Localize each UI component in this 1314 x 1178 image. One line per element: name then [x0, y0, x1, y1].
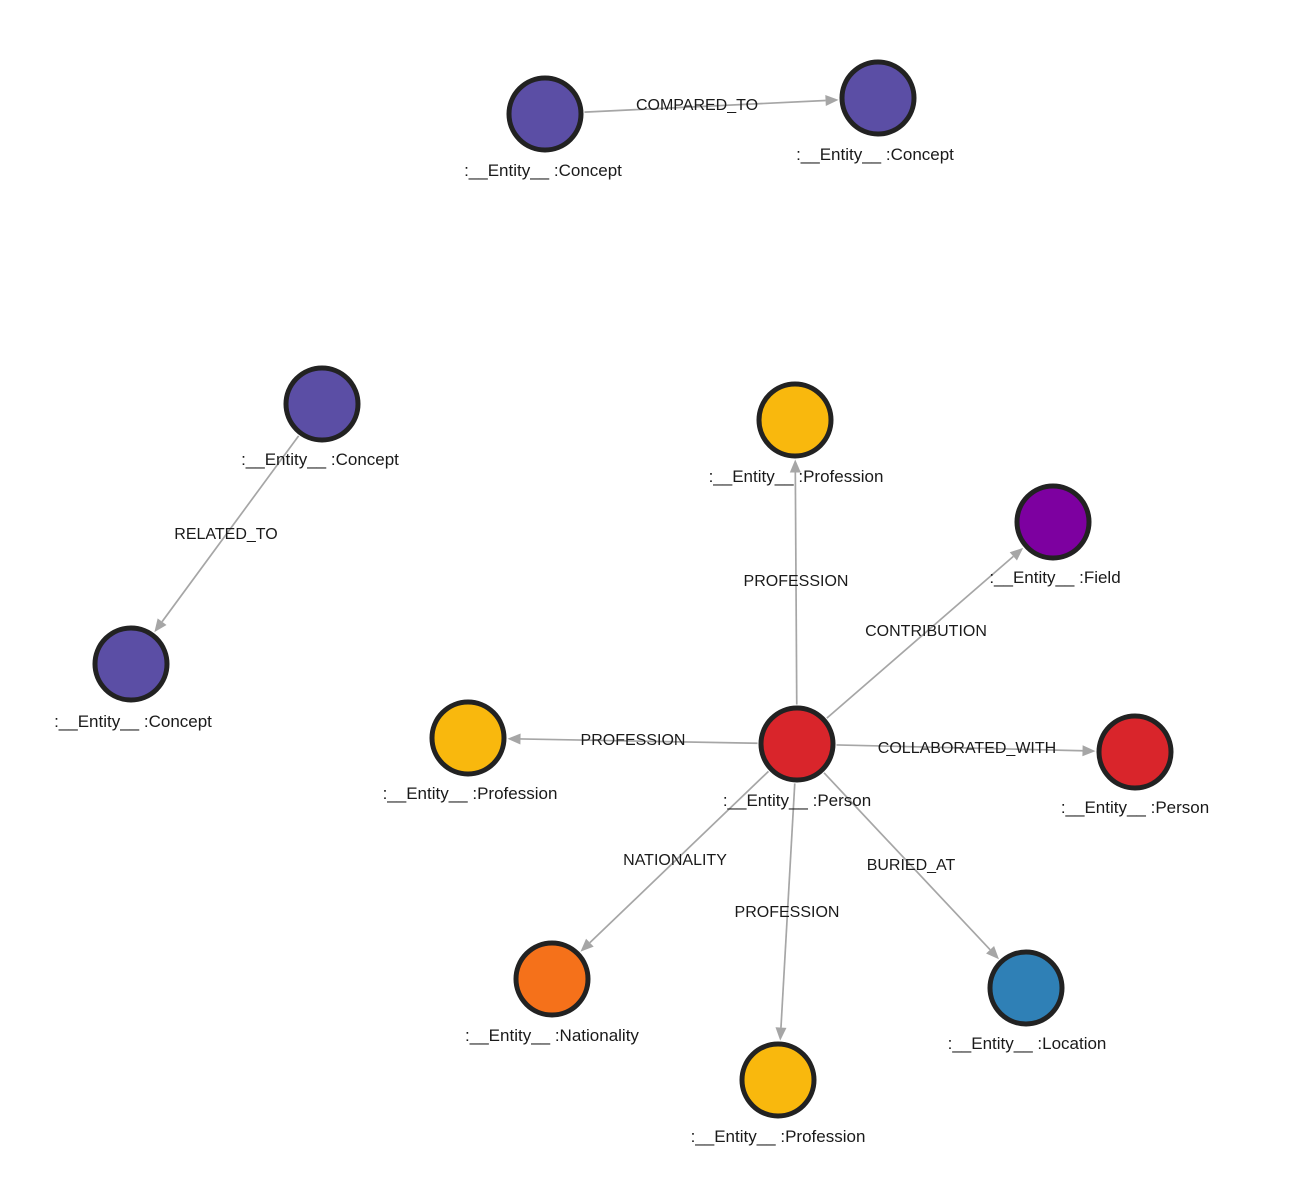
- node-profession-left[interactable]: [429, 699, 507, 777]
- arrowhead-icon: [1082, 745, 1096, 757]
- edge-contribution-label[interactable]: CONTRIBUTION: [865, 623, 987, 640]
- node-profession-left-caption: :__Entity__ :Profession: [383, 784, 558, 803]
- node-concept-4-caption: :__Entity__ :Concept: [54, 712, 212, 731]
- node-concept-1-caption: :__Entity__ :Concept: [464, 161, 622, 180]
- arrowhead-icon: [775, 1027, 787, 1041]
- edge-collaborated-with-label[interactable]: COLLABORATED_WITH: [878, 740, 1056, 757]
- edge-nationality-label[interactable]: NATIONALITY: [623, 852, 727, 869]
- node-profession-bottom-caption: :__Entity__ :Profession: [691, 1127, 866, 1146]
- node-person-center[interactable]: [758, 705, 836, 783]
- arrowhead-icon: [580, 938, 594, 952]
- node-person-right-caption: :__Entity__ :Person: [1061, 798, 1209, 817]
- node-person-center-caption: :__Entity__ :Person: [723, 791, 871, 810]
- node-concept-1[interactable]: [506, 75, 584, 153]
- edge-profession-top[interactable]: [794, 472, 798, 705]
- edge-related-to[interactable]: [161, 435, 300, 623]
- node-concept-4[interactable]: [92, 625, 170, 703]
- node-profession-top[interactable]: [756, 381, 834, 459]
- edge-compared-to[interactable]: [584, 99, 826, 113]
- edge-compared-to-label[interactable]: COMPARED_TO: [636, 97, 758, 114]
- nodes-layer: :__Entity__ :Concept :__Entity__ :Concept…: [54, 59, 1209, 1146]
- edge-profession-top-label[interactable]: PROFESSION: [744, 573, 849, 590]
- node-location[interactable]: [987, 949, 1065, 1027]
- edge-profession-bottom-label[interactable]: PROFESSION: [735, 904, 840, 921]
- node-person-right[interactable]: [1096, 713, 1174, 791]
- node-field-caption: :__Entity__ :Field: [989, 568, 1120, 587]
- node-concept-2-caption: :__Entity__ :Concept: [796, 145, 954, 164]
- node-field[interactable]: [1014, 483, 1092, 561]
- edge-related-to-label[interactable]: RELATED_TO: [174, 526, 277, 543]
- arrowhead-icon: [789, 459, 801, 473]
- edge-profession-left[interactable]: [520, 738, 758, 745]
- edge-profession-left-label[interactable]: PROFESSION: [581, 732, 686, 749]
- node-concept-2[interactable]: [839, 59, 917, 137]
- edge-profession-bottom[interactable]: [780, 783, 796, 1028]
- arrowhead-icon: [1009, 547, 1024, 561]
- edge-buried-at[interactable]: [823, 772, 991, 951]
- arrowhead-icon: [986, 945, 999, 960]
- edge-collaborated-with[interactable]: [836, 744, 1083, 752]
- arrowhead-icon: [825, 95, 839, 107]
- edge-nationality[interactable]: [589, 770, 770, 944]
- edge-buried-at-label[interactable]: BURIED_AT: [867, 857, 956, 874]
- node-profession-bottom[interactable]: [739, 1041, 817, 1119]
- node-concept-3[interactable]: [283, 365, 361, 443]
- edge-contribution[interactable]: [826, 555, 1014, 719]
- node-nationality[interactable]: [513, 940, 591, 1018]
- arrowhead-icon: [154, 618, 167, 633]
- node-location-caption: :__Entity__ :Location: [948, 1034, 1107, 1053]
- edges-layer: COMPARED_TO RELATED_TO PROFESSION CONTRIBUT…: [154, 95, 1096, 1041]
- node-nationality-caption: :__Entity__ :Nationality: [465, 1026, 639, 1045]
- node-profession-top-caption: :__Entity__ :Profession: [709, 467, 884, 486]
- arrowhead-icon: [507, 733, 521, 745]
- node-concept-3-caption: :__Entity__ :Concept: [241, 450, 399, 469]
